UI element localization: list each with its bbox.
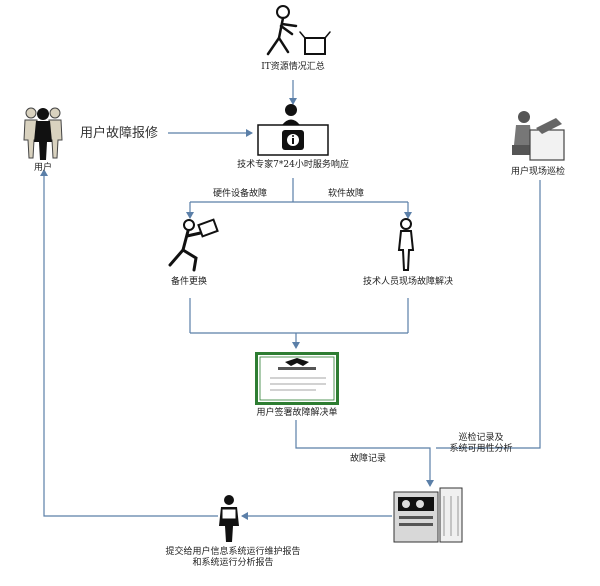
label-software-fault: 软件故障 <box>328 189 365 199</box>
report-person-icon <box>219 495 239 542</box>
label-user: 用户 <box>33 163 53 173</box>
technician-icon <box>397 218 415 271</box>
certificate-icon <box>255 352 339 405</box>
label-it-summary: IT资源情况汇总 <box>261 62 325 72</box>
label-fault-record: 故障记录 <box>350 454 387 464</box>
label-user-report: 用户故障报修 <box>80 126 159 141</box>
label-submit-report: 提交给用户信息系统运行维护报告 和系统运行分析报告 <box>165 547 301 568</box>
label-onsite-inspection: 用户现场巡检 <box>510 167 566 177</box>
label-expert-response: 技术专家7*24小时服务响应 <box>237 160 349 170</box>
label-sign-form: 用户签署故障解决单 <box>256 408 338 418</box>
edge-fault-record <box>295 420 434 487</box>
label-spare-replace: 备件更换 <box>170 277 208 287</box>
onsite-inspection-icon <box>512 111 565 161</box>
connector-lines <box>40 80 541 520</box>
expert-desk-icon <box>257 104 329 156</box>
spare-runner-icon <box>168 218 219 272</box>
server-cabinet-icon <box>393 487 463 543</box>
edge-report-to-user <box>40 169 218 517</box>
label-inspection-record: 巡检记录及 系统可用性分析 <box>449 433 513 454</box>
label-onsite-fix: 技术人员现场故障解决 <box>362 277 454 287</box>
label-hardware-fault: 硬件设备故障 <box>213 189 268 199</box>
edge-inspection <box>436 180 541 449</box>
it-summary-figure-icon <box>266 5 331 56</box>
user-group-icon <box>23 107 63 160</box>
